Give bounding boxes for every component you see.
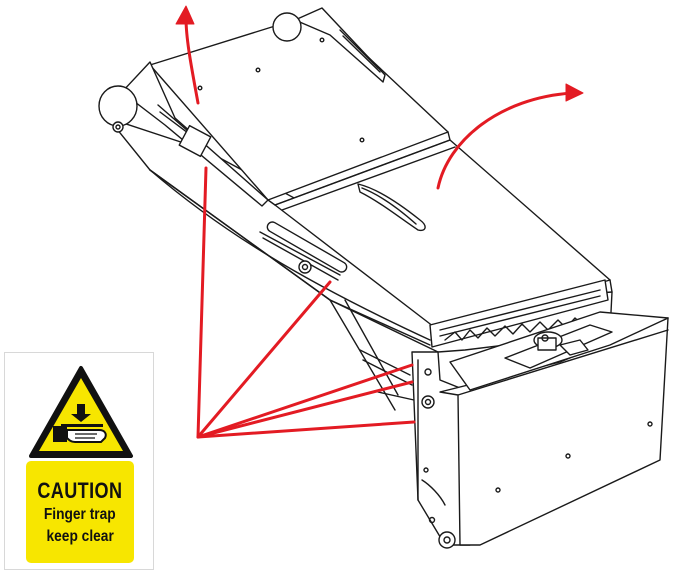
caution-text-panel: CAUTION Finger trap keep clear <box>26 461 134 563</box>
right-side-wall <box>294 7 386 83</box>
lift-arrow-left <box>175 5 200 105</box>
hand-crush-warning-icon <box>29 366 133 458</box>
panel-holes <box>197 37 365 143</box>
warning-line-1: Finger trap <box>44 506 116 524</box>
side-slot <box>266 221 348 274</box>
support-struts <box>329 299 415 411</box>
pointer-lines <box>196 166 416 439</box>
caution-sign: CAUTION Finger trap keep clear <box>4 352 154 570</box>
front-frame <box>411 351 471 549</box>
lift-panel <box>147 11 451 206</box>
warning-line-2: keep clear <box>46 527 114 545</box>
front-tray <box>449 311 669 391</box>
lift-arrow-right <box>436 83 584 190</box>
roller-left <box>98 85 138 133</box>
cover-handle <box>357 183 426 232</box>
roller-right <box>272 12 302 42</box>
left-side-wall <box>121 61 269 207</box>
caution-label: CAUTION <box>37 477 123 503</box>
